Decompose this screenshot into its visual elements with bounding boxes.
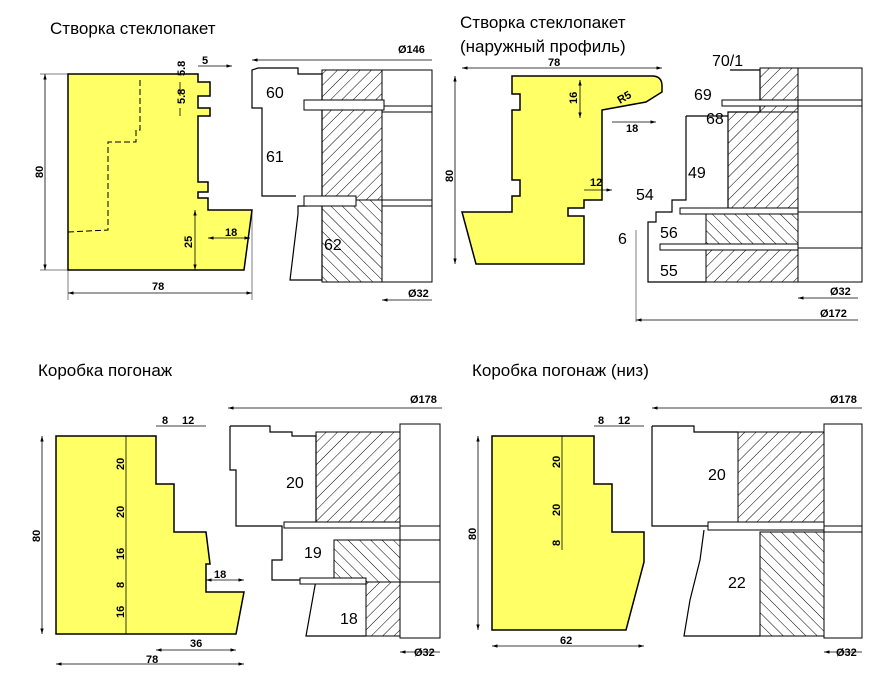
dim-p1-bore: Ø32 bbox=[408, 288, 429, 300]
dim-p1-height: 80 bbox=[34, 166, 46, 178]
cutter-70-1-label: 70/1 bbox=[712, 53, 743, 70]
dim-p1-top: 5 bbox=[202, 55, 208, 67]
cutter-20-label: 20 bbox=[286, 475, 304, 492]
cutter-55-label: 55 bbox=[660, 263, 678, 280]
dim-p4-step1: 20 bbox=[551, 456, 563, 468]
dim-p2-18: 18 bbox=[626, 123, 638, 135]
dim-p3-step3: 16 bbox=[115, 548, 127, 560]
dim-p3-step5: 16 bbox=[115, 606, 127, 618]
dim-p1-slot-b: 5.8 bbox=[176, 89, 188, 104]
panel-sash-outer: Створка стеклопакет (наружный профиль) 7… bbox=[444, 13, 863, 322]
panel-3-title: Коробка погонаж bbox=[38, 361, 173, 380]
dim-p4-diameter: Ø178 bbox=[830, 394, 857, 406]
dim-p1-lip: 18 bbox=[225, 227, 237, 239]
cutter-6-label: 6 bbox=[618, 231, 627, 248]
dim-p3-78: 78 bbox=[146, 654, 158, 666]
panel-1-title: Створка стеклопакет bbox=[50, 19, 216, 38]
panel-2-profile bbox=[461, 75, 663, 265]
panel-2-title: Створка стеклопакет bbox=[460, 13, 626, 32]
panel-1-profile bbox=[67, 73, 253, 271]
dim-p1-diameter: Ø146 bbox=[398, 44, 425, 56]
cutter-22-label: 22 bbox=[728, 575, 746, 592]
cutter-69-label: 69 bbox=[694, 87, 712, 104]
cutter-56-label: 56 bbox=[660, 225, 678, 242]
panel-3-profile bbox=[55, 435, 245, 635]
dim-p2-height: 80 bbox=[444, 170, 456, 182]
dim-p2-diameter: Ø172 bbox=[820, 308, 847, 320]
dim-p3-12: 12 bbox=[182, 415, 194, 427]
dim-p4-step2: 20 bbox=[551, 504, 563, 516]
dim-p3-step1: 20 bbox=[115, 458, 127, 470]
panel-2-subtitle: (наружный профиль) bbox=[460, 37, 626, 56]
panel-frame-moulding: Коробка погонаж 80 20 20 16 8 16 8 12 18… bbox=[31, 361, 442, 666]
dim-p3-diameter: Ø178 bbox=[410, 394, 437, 406]
panel-frame-moulding-bottom: Коробка погонаж (низ) 80 20 20 8 8 12 62… bbox=[467, 361, 863, 659]
dim-p2-16: 16 bbox=[568, 92, 580, 104]
cutter-19-label: 19 bbox=[304, 545, 322, 562]
cutter-68-label: 68 bbox=[706, 111, 724, 128]
dim-p1-bottom: 25 bbox=[183, 236, 195, 248]
cutter-61-label: 61 bbox=[266, 149, 284, 166]
dim-p3-step4: 8 bbox=[115, 582, 127, 588]
dim-p1-slot-a: 5.8 bbox=[176, 61, 188, 76]
dim-p4-62: 62 bbox=[560, 635, 572, 647]
dim-p3-height: 80 bbox=[31, 530, 43, 542]
dim-p4-height: 80 bbox=[467, 528, 479, 540]
dim-p2-12: 12 bbox=[590, 177, 602, 189]
dim-p4-8: 8 bbox=[598, 415, 604, 427]
cutter-49-label: 49 bbox=[688, 165, 706, 182]
cutter-20b-label: 20 bbox=[708, 467, 726, 484]
cutter-54-label: 54 bbox=[636, 187, 654, 204]
cutter-62-label: 62 bbox=[324, 237, 342, 254]
panel-4-profile bbox=[491, 435, 645, 631]
dim-p3-18: 18 bbox=[214, 569, 226, 581]
dim-p3-36: 36 bbox=[190, 638, 202, 650]
panel-4-title: Коробка погонаж (низ) bbox=[472, 361, 649, 380]
cutter-18-label: 18 bbox=[340, 611, 358, 628]
dim-p4-step3: 8 bbox=[551, 540, 563, 546]
dim-p3-8: 8 bbox=[162, 415, 168, 427]
dim-p2-bore: Ø32 bbox=[830, 286, 851, 298]
dim-p3-bore: Ø32 bbox=[414, 647, 435, 659]
dim-p4-12: 12 bbox=[618, 415, 630, 427]
dim-p2-width: 78 bbox=[548, 57, 560, 69]
panel-sash-glazing: Створка стеклопакет 80 78 5 5.8 5.8 25 1… bbox=[34, 19, 433, 302]
cutter-60-label: 60 bbox=[266, 85, 284, 102]
dim-p4-bore: Ø32 bbox=[836, 647, 857, 659]
dim-p1-width: 78 bbox=[152, 281, 164, 293]
dim-p3-step2: 20 bbox=[115, 506, 127, 518]
